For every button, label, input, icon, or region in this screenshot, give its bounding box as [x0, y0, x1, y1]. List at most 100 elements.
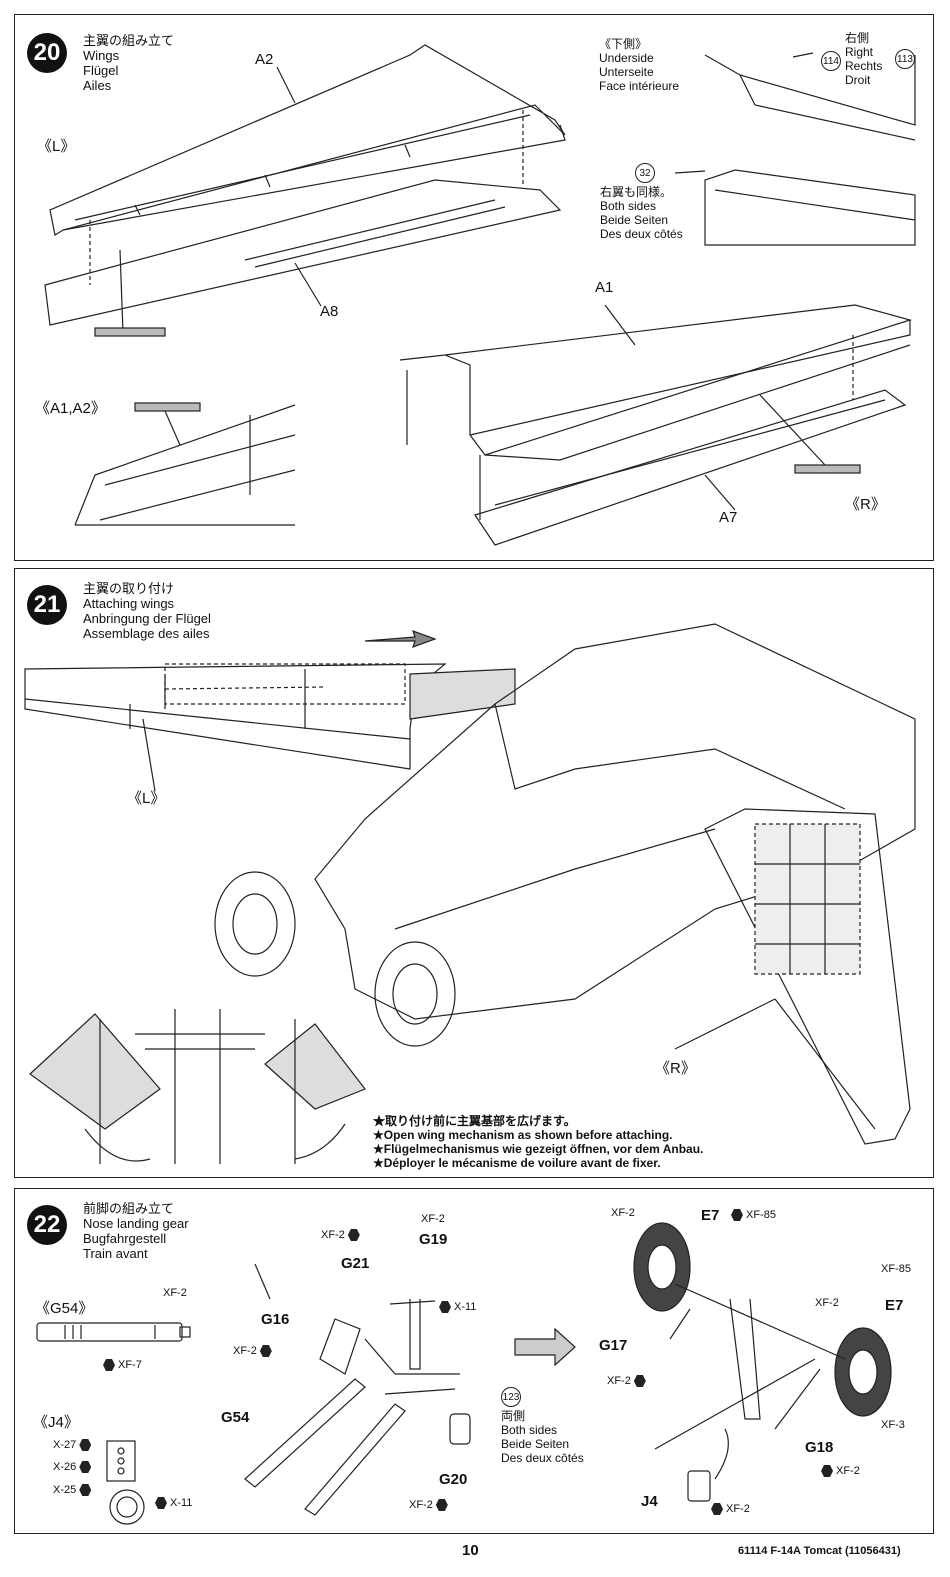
paint-code: XF-2	[233, 1345, 257, 1357]
part-e7-left: E7	[701, 1207, 720, 1224]
paint-hex-icon	[435, 1499, 448, 1511]
step-20-a1a2-label: 《A1,A2》	[35, 400, 106, 417]
paint-hex-icon	[347, 1229, 360, 1241]
step-20-part-a2: A2	[255, 51, 274, 68]
step-22-title-fr: Train avant	[83, 1246, 148, 1261]
part-g18: G18	[805, 1439, 834, 1456]
step-21-title-jp: 主翼の取り付け	[83, 581, 175, 596]
paint-xf85-top: XF-85	[731, 1209, 776, 1221]
right-fr: Droit	[845, 73, 871, 87]
note-en: ★Open wing mechanism as shown before att…	[373, 1128, 673, 1142]
paint-code: XF-2	[726, 1503, 750, 1515]
part-g54: G54	[221, 1409, 250, 1426]
paint-code: XF-2	[321, 1229, 345, 1241]
g54-detail-label: 《G54》	[35, 1300, 94, 1317]
step-20-both-sides-block: 右翼も同様。 Both sides Beide Seiten Des deux …	[600, 185, 683, 241]
both-fr: Des deux côtés	[600, 227, 683, 241]
part-e7-right: E7	[885, 1297, 904, 1314]
step-21-right-label: 《R》	[655, 1060, 696, 1077]
right-en: Right	[845, 45, 874, 59]
paint-xf2-j4: XF-2	[711, 1503, 750, 1515]
paint-xf2-right-wheel: XF-2	[815, 1297, 839, 1309]
part-g19: G19	[419, 1231, 448, 1248]
part-j4: J4	[641, 1493, 658, 1510]
paint-xf2-g17: XF-2	[607, 1375, 646, 1387]
paint-hex-icon	[711, 1503, 723, 1515]
right-jp: 右側	[845, 31, 870, 45]
step-21-panel: 21 主翼の取り付け Attaching wings Anbringung de…	[14, 568, 934, 1178]
step-22-number: 22	[27, 1205, 67, 1245]
both-en: Both sides	[600, 199, 657, 213]
part-g20: G20	[439, 1471, 468, 1488]
step-20-number: 20	[27, 33, 67, 73]
step-21-left-label: 《L》	[127, 790, 166, 807]
step-20-part-a1: A1	[595, 279, 614, 296]
step-20-left-label: 《L》	[37, 138, 76, 155]
paint-hex-icon	[79, 1461, 92, 1473]
paint-code: XF-2	[607, 1375, 631, 1387]
step-22-illustration	[36, 1222, 892, 1525]
paint-code: X-27	[53, 1439, 77, 1451]
paint-x26: X-26	[53, 1461, 92, 1473]
paint-hex-icon	[155, 1497, 167, 1509]
product-code: 61114 F-14A Tomcat (11056431)	[738, 1545, 901, 1557]
step-20-illustration	[44, 44, 916, 546]
step-20-right-block: 右側 Right Rechts Droit	[845, 31, 882, 87]
step22-both-de: Beide Seiten	[501, 1437, 570, 1451]
paint-code: XF-3	[881, 1419, 905, 1431]
step-20-part-a8: A8	[320, 303, 339, 320]
paint-xf2-g54: XF-2	[163, 1287, 187, 1299]
step-21-title-de: Anbringung der Flügel	[83, 611, 211, 626]
paint-code: XF-2	[836, 1465, 860, 1477]
step-20-title-jp: 主翼の組み立て	[83, 33, 175, 48]
paint-code: XF-2	[163, 1287, 187, 1299]
step-21-title: 主翼の取り付け Attaching wings Anbringung der F…	[83, 581, 211, 641]
paint-hex-icon	[821, 1465, 833, 1477]
part-g17: G17	[599, 1337, 628, 1354]
step-22-panel: 22 前脚の組み立て Nose landing gear Bugfahrgest…	[14, 1188, 934, 1534]
paint-hex-icon	[79, 1439, 92, 1451]
step-20-part-a7: A7	[719, 509, 738, 526]
step22-both-fr: Des deux côtés	[501, 1451, 584, 1465]
part-114-marker: 114	[821, 51, 841, 71]
paint-xf2-g19: XF-2	[421, 1213, 445, 1225]
step-21-number: 21	[27, 585, 67, 625]
step-21-note-block: ★取り付け前に主翼基部を広げます。 ★Open wing mechanism a…	[373, 1114, 703, 1170]
step-21-title-en: Attaching wings	[83, 596, 175, 611]
step-20-underside-block: 《下側》 Underside Unterseite Face intérieur…	[599, 37, 679, 93]
paint-code: XF-2	[611, 1207, 635, 1219]
paint-xf2-g20: XF-2	[409, 1499, 448, 1511]
step-20-title-en: Wings	[83, 48, 120, 63]
note-jp: ★取り付け前に主翼基部を広げます。	[373, 1114, 576, 1128]
paint-hex-icon	[79, 1484, 92, 1496]
j4-detail-label: 《J4》	[33, 1414, 79, 1431]
paint-hex-icon	[103, 1359, 115, 1371]
page-number: 10	[462, 1542, 479, 1559]
paint-code: XF-85	[746, 1209, 776, 1221]
step22-both-jp: 両側	[501, 1409, 526, 1423]
step-22-title-jp: 前脚の組み立て	[83, 1201, 175, 1216]
paint-code: XF-2	[409, 1499, 433, 1511]
paint-x25: X-25	[53, 1484, 92, 1496]
step-20-title-fr: Ailes	[83, 78, 112, 93]
part-g21: G21	[341, 1255, 370, 1272]
step-22-title: 前脚の組み立て Nose landing gear Bugfahrgestell…	[83, 1201, 189, 1261]
step-21-illustration	[24, 623, 916, 1164]
underside-en: Underside	[599, 51, 654, 65]
step-22-both-sides-block: 両側 Both sides Beide Seiten Des deux côté…	[501, 1409, 584, 1465]
paint-code: X-11	[454, 1301, 477, 1313]
paint-x11-g19: X-11	[439, 1301, 476, 1313]
step-20-right-label: 《R》	[845, 496, 886, 513]
step-21-title-fr: Assemblage des ailes	[83, 626, 210, 641]
paint-xf3: XF-3	[881, 1419, 905, 1431]
paint-xf2-g21: XF-2	[321, 1229, 360, 1241]
underside-de: Unterseite	[599, 65, 654, 79]
part-113-marker: 113	[895, 49, 915, 69]
step22-both-en: Both sides	[501, 1423, 558, 1437]
part-g16: G16	[261, 1311, 290, 1328]
paint-xf2-wheel: XF-2	[611, 1207, 635, 1219]
paint-code: XF-2	[421, 1213, 445, 1225]
paint-code: X-25	[53, 1484, 77, 1496]
paint-hex-icon	[259, 1345, 272, 1357]
paint-code: XF-2	[815, 1297, 839, 1309]
